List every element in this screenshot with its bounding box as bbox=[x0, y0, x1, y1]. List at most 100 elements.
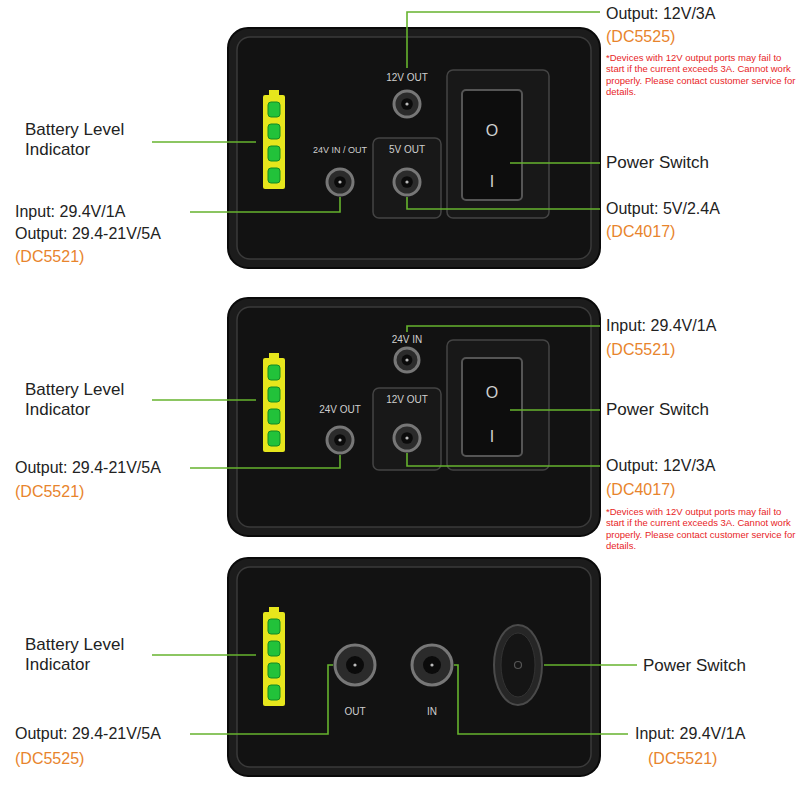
warning-note: *Devices with 12V output ports may fail … bbox=[606, 52, 798, 98]
callout-label: Battery Level Indicator bbox=[25, 380, 150, 421]
port-socket bbox=[401, 176, 413, 188]
warning-note: *Devices with 12V output ports may fail … bbox=[606, 506, 798, 552]
callout-label: Battery Level Indicator bbox=[25, 120, 150, 161]
battery-cell bbox=[268, 409, 280, 424]
leader-line bbox=[407, 453, 600, 466]
connector-type: (DC5521) bbox=[606, 340, 796, 359]
panel-recess bbox=[447, 70, 549, 218]
leader-line bbox=[190, 455, 340, 468]
port-socket bbox=[334, 434, 346, 446]
panel-housing bbox=[228, 298, 600, 536]
callout-label: Power Switch bbox=[643, 656, 793, 676]
panel-housing bbox=[228, 558, 600, 776]
leader-line bbox=[544, 664, 637, 666]
push-button-face bbox=[501, 633, 535, 697]
connector-type: (DC5525) bbox=[15, 749, 215, 768]
connector-type: (DC5521) bbox=[648, 749, 798, 768]
leader-line bbox=[510, 409, 600, 411]
dc-port bbox=[395, 348, 419, 372]
leader-line bbox=[510, 162, 600, 164]
port-label: 24V IN / OUT bbox=[313, 145, 367, 156]
callout-label: Power Switch bbox=[606, 153, 796, 173]
port-pin bbox=[405, 102, 408, 105]
spec-label: Output: 29.4-21V/5A bbox=[15, 724, 215, 743]
port-label: 24V OUT bbox=[319, 404, 361, 416]
battery-cell bbox=[268, 663, 280, 678]
battery-indicator bbox=[263, 612, 285, 706]
dc-port bbox=[394, 169, 420, 195]
port-label: OUT bbox=[344, 706, 365, 718]
port-label: 12V OUT bbox=[386, 72, 428, 84]
port-pin bbox=[405, 180, 408, 183]
port-socket bbox=[401, 98, 413, 110]
battery-cell bbox=[268, 387, 280, 402]
battery-cell bbox=[268, 102, 280, 117]
dc-port bbox=[327, 427, 353, 453]
spec-label: Output: 29.4-21V/5A bbox=[15, 458, 215, 477]
port-pin bbox=[353, 663, 356, 666]
switch-mark: O bbox=[486, 383, 498, 402]
panel-face bbox=[237, 567, 591, 767]
connector-type: (DC5521) bbox=[15, 247, 215, 266]
battery-indicator bbox=[263, 95, 285, 189]
callout-label: Power Switch bbox=[606, 400, 796, 420]
port-label: IN bbox=[427, 706, 437, 718]
leader-line bbox=[152, 399, 256, 401]
battery-cell bbox=[268, 146, 280, 161]
port-pin bbox=[405, 436, 408, 439]
power-icon bbox=[515, 662, 522, 669]
port-pin bbox=[405, 358, 408, 361]
port-socket bbox=[334, 176, 346, 188]
battery-cell bbox=[268, 619, 280, 634]
spec-label: Output: 12V/3A bbox=[606, 4, 796, 23]
leader-line bbox=[407, 197, 600, 209]
dc-port bbox=[394, 425, 420, 451]
port-pin bbox=[430, 663, 433, 666]
switch-mark: I bbox=[490, 427, 494, 446]
connector-type: (DC4017) bbox=[606, 480, 796, 499]
callout-label: Battery Level Indicator bbox=[25, 635, 150, 676]
spec-label: Input: 29.4V/1A bbox=[15, 202, 215, 221]
leader-line bbox=[152, 654, 256, 656]
battery-cell bbox=[268, 124, 280, 139]
panel-face bbox=[237, 37, 591, 259]
connector-type: (DC5525) bbox=[606, 27, 796, 46]
panel-housing bbox=[228, 28, 600, 268]
port-socket bbox=[401, 432, 413, 444]
port-socket bbox=[346, 656, 364, 674]
battery-cell bbox=[268, 685, 280, 700]
dc-port bbox=[394, 91, 420, 117]
spec-label: Input: 29.4V/1A bbox=[606, 316, 796, 335]
port-label: 5V OUT bbox=[389, 144, 425, 156]
rocker-switch bbox=[462, 90, 522, 200]
battery-cell bbox=[268, 641, 280, 656]
port-socket bbox=[423, 656, 441, 674]
rocker-switch bbox=[462, 358, 522, 456]
port-pin bbox=[338, 180, 341, 183]
battery-cell bbox=[268, 365, 280, 380]
dc-port bbox=[327, 169, 353, 195]
port-pin bbox=[338, 438, 341, 441]
spec-label: Input: 29.4V/1A bbox=[635, 724, 795, 743]
connector-type: (DC4017) bbox=[606, 222, 796, 241]
switch-mark: I bbox=[490, 172, 494, 191]
leader-line bbox=[407, 326, 600, 332]
battery-indicator bbox=[263, 358, 285, 452]
panel-recess bbox=[447, 340, 549, 470]
port-label: 24V IN bbox=[392, 334, 423, 346]
spec-label: Output: 12V/3A bbox=[606, 456, 796, 475]
switch-mark: O bbox=[486, 121, 498, 140]
push-button bbox=[494, 625, 542, 705]
dc-port bbox=[335, 645, 375, 685]
panel-face bbox=[237, 307, 591, 527]
leader-line bbox=[152, 141, 256, 143]
leader-line bbox=[190, 665, 333, 734]
battery-cell bbox=[268, 431, 280, 446]
leader-line bbox=[190, 197, 340, 212]
dc-port bbox=[412, 645, 452, 685]
leader-line bbox=[407, 12, 600, 68]
connector-type: (DC5521) bbox=[15, 482, 215, 501]
battery-cell bbox=[268, 168, 280, 183]
